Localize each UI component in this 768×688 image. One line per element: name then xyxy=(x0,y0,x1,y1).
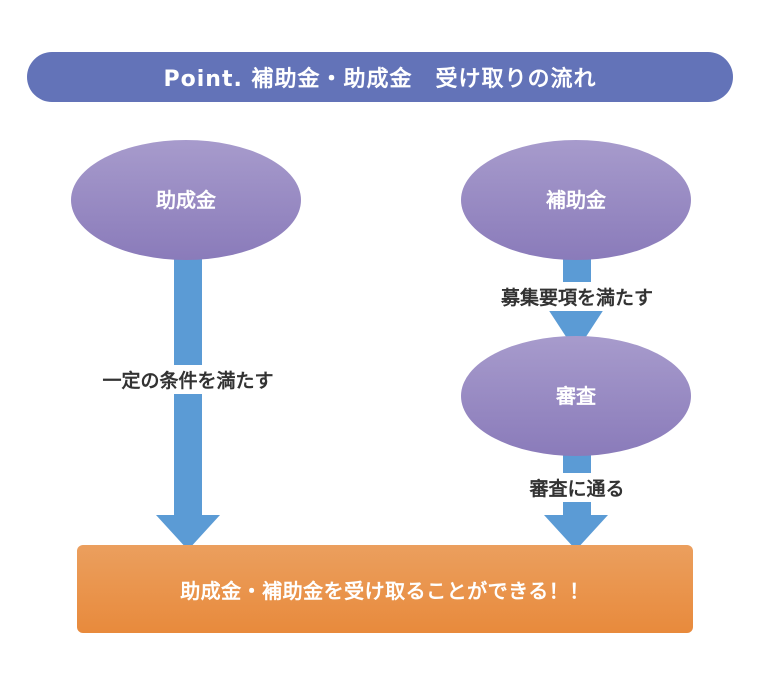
condition-text-left: 一定の条件を満たす xyxy=(100,365,276,394)
oval-hojokin-label: 補助金 xyxy=(545,188,607,212)
result-text: 助成金・補助金を受け取ることができる！！ xyxy=(180,578,590,603)
oval-hojokin xyxy=(461,140,691,260)
oval-jyoseikin-label: 助成金 xyxy=(156,188,217,212)
condition-text-right: 募集要項を満たす xyxy=(498,282,656,311)
oval-jyoseikin xyxy=(71,140,301,260)
title-text: Point. 補助金・助成金 受け取りの流れ xyxy=(163,67,597,92)
right-arrow-head-2 xyxy=(544,515,608,550)
result-box: 助成金・補助金を受け取ることができる！！ xyxy=(77,545,693,633)
title-bar: Point. 補助金・助成金 受け取りの流れ xyxy=(27,52,733,102)
left-arrow-head xyxy=(156,515,220,550)
right-arrow-head-1 xyxy=(544,303,608,352)
oval-review xyxy=(461,336,691,456)
review-pass-text: 審査に通る xyxy=(527,473,627,502)
oval-review-label: 審査 xyxy=(555,384,596,408)
